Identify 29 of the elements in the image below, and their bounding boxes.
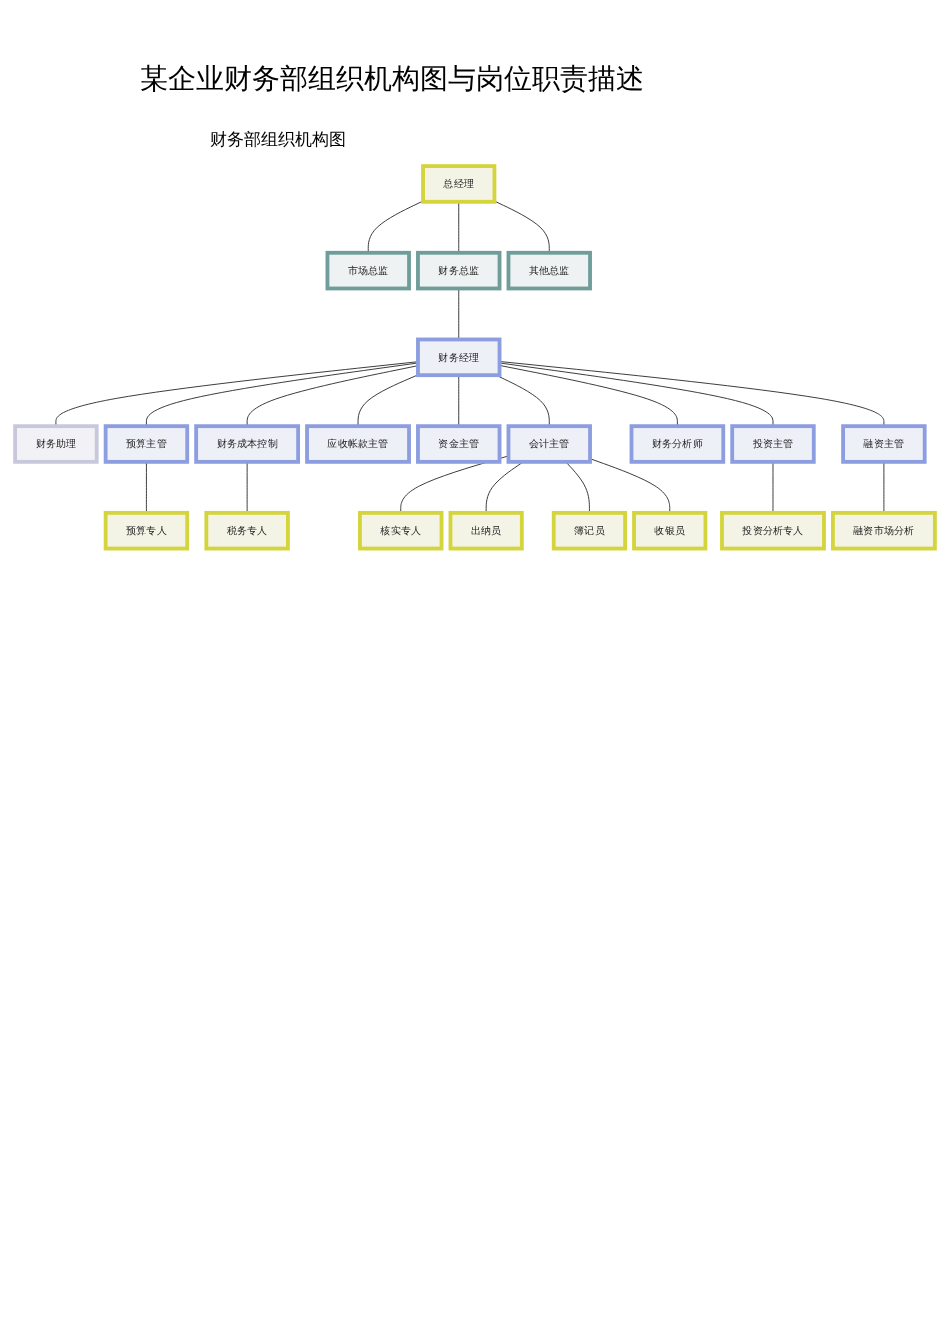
node-box: 融资市场分析 <box>831 510 937 551</box>
connector <box>357 374 419 427</box>
node-box: 簿记员 <box>551 510 627 551</box>
node-box: 市场总监 <box>325 250 411 291</box>
node-box: 预算主管 <box>103 424 190 464</box>
node-box: 财务成本控制 <box>194 424 301 464</box>
connector <box>55 361 419 427</box>
node-box: 预算专人 <box>103 510 190 551</box>
node-box: 财务总监 <box>416 250 502 291</box>
subtitle: 财务部组织机构图 <box>210 128 347 151</box>
node-box: 财务分析师 <box>629 424 726 464</box>
node-box: 投资分析专人 <box>720 510 826 551</box>
connector <box>145 362 419 427</box>
connector <box>458 288 460 340</box>
connector <box>246 365 419 427</box>
node-box: 资金主管 <box>416 424 502 464</box>
node-box: 收银员 <box>632 510 708 551</box>
node-box: 会计主管 <box>506 424 592 464</box>
node-box: 投资主管 <box>730 424 816 464</box>
node-box: 其他总监 <box>506 250 592 291</box>
node-box: 总经理 <box>421 164 497 204</box>
node-box: 税务专人 <box>204 510 290 551</box>
node-box: 财务助理 <box>13 424 99 464</box>
title: 某企业财务部组织机构图与岗位职责描述 <box>140 61 645 97</box>
node-box: 出纳员 <box>448 510 524 551</box>
node-box: 应收帐款主管 <box>305 424 411 464</box>
node-box: 融资主管 <box>841 424 927 464</box>
node-box: 核实专人 <box>358 510 444 551</box>
node-box: 财务经理 <box>416 337 502 378</box>
